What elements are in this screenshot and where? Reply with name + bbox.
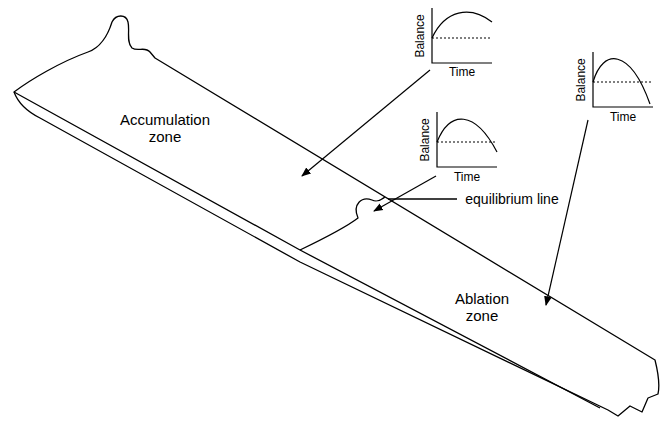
pointer-arrow [302,70,430,176]
zone-label: Accumulation zone [110,111,220,146]
glacier-outline [14,16,659,416]
zone-label: Ablation zone [445,290,520,325]
balance-graph [593,52,653,107]
axis-label: Balance [575,58,589,101]
axis-label: Time [449,66,475,80]
axis-label: Balance [414,14,428,57]
leader-line [388,198,457,199]
pointer-arrow [546,120,588,305]
balance-graph [432,8,492,63]
callout-label: equilibrium line [465,191,558,207]
axis-label: Balance [419,118,433,161]
equilibrium-line [300,197,385,250]
balance-graph [437,112,497,167]
glacier-edge [14,92,600,408]
axis-label: Time [610,111,636,125]
axis-label: Time [454,171,480,185]
pointer-arrow [374,176,436,211]
